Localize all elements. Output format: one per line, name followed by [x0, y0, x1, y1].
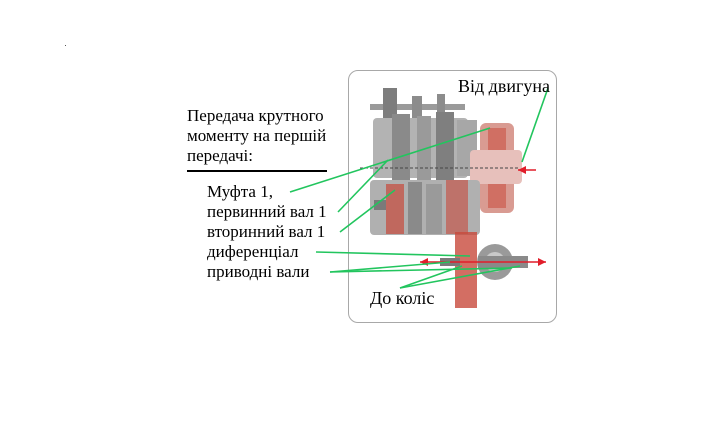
stray-dot: [65, 45, 66, 46]
title-underline: [187, 170, 327, 172]
leader-lines: [289, 87, 549, 289]
label-drive-shafts: приводні вали: [207, 262, 310, 281]
input-gear-cluster: [373, 112, 477, 184]
lower-gear-cluster: [370, 180, 480, 235]
label-primary-shaft: первинний вал 1: [207, 202, 327, 221]
title-line-3: передачі:: [187, 146, 253, 165]
label-clutch: Муфта 1,: [207, 182, 273, 201]
title-line-1: Передача крутного: [187, 106, 324, 125]
title-line-2: моменту на першій: [187, 126, 327, 145]
label-to-wheels: До коліс: [370, 288, 435, 308]
label-secondary-shaft: вторинний вал 1: [207, 222, 326, 241]
label-differential: диференціал: [207, 242, 299, 261]
label-from-engine: Від двигуна: [458, 76, 550, 96]
